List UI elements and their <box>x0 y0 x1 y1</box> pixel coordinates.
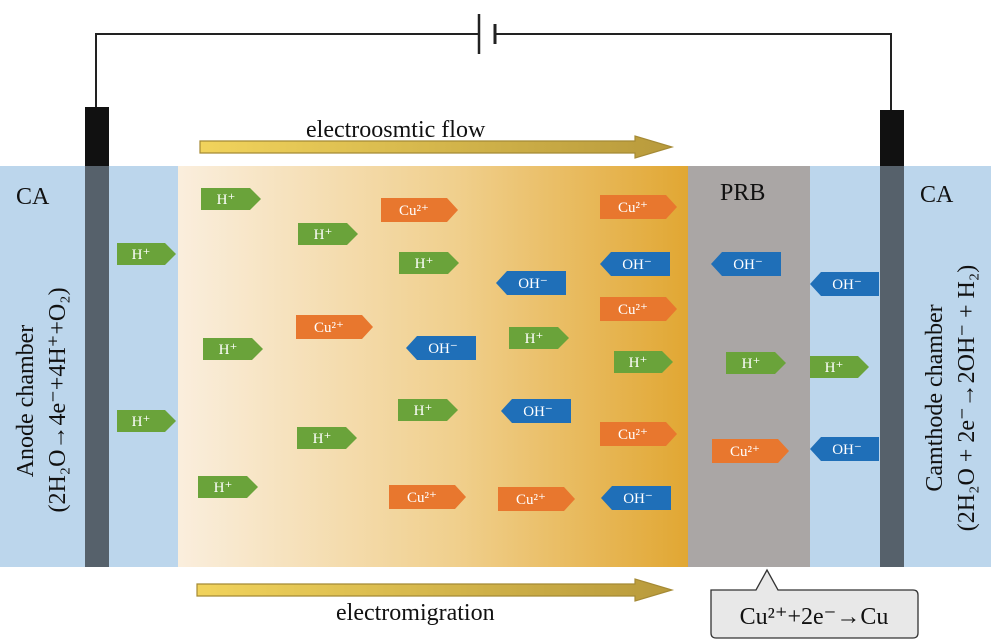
oh-ion: OH⁻ <box>711 252 781 276</box>
cathode-electrode <box>880 166 904 567</box>
prb-reaction-label: Cu²⁺+2e⁻→Cu <box>740 604 889 630</box>
h-ion: H⁺ <box>399 252 459 274</box>
svg-text:OH⁻: OH⁻ <box>523 404 553 420</box>
svg-text:H⁺: H⁺ <box>825 360 844 376</box>
h-ion: H⁺ <box>203 338 263 360</box>
svg-text:H⁺: H⁺ <box>219 342 238 358</box>
oh-ion: OH⁻ <box>501 399 571 423</box>
cu-ion: Cu²⁺ <box>296 315 373 339</box>
svg-text:Cu²⁺: Cu²⁺ <box>516 492 546 508</box>
cu-ion: Cu²⁺ <box>389 485 466 509</box>
anode-electrode-cap <box>85 107 109 166</box>
cathode-chamber-label: Camthode chamber <box>922 304 948 491</box>
h-ion: H⁺ <box>398 399 458 421</box>
h-ion: H⁺ <box>201 188 261 210</box>
anode-reaction-label: (2H₂O→4e⁻+4H⁺+O₂) <box>45 287 71 512</box>
ca-left-label: CA <box>16 184 50 210</box>
electromigration-arrow <box>196 578 675 602</box>
cu-ion: Cu²⁺ <box>712 439 789 463</box>
svg-text:Cu²⁺: Cu²⁺ <box>618 302 648 318</box>
oh-ion: OH⁻ <box>496 271 566 295</box>
electroosmotic-flow-arrow <box>199 135 675 159</box>
power-circuit <box>95 14 892 110</box>
circuit-wire-right <box>495 33 892 110</box>
svg-text:OH⁻: OH⁻ <box>428 341 458 357</box>
electroosmotic-flow-label: electroosmtic flow <box>306 117 486 143</box>
ion-layer: H⁺ H⁺ H⁺ H⁺ H⁺ H⁺ H⁺ H⁺ H⁺ H⁺ H⁺ H⁺ H⁺ C… <box>117 188 879 511</box>
svg-text:Cu²⁺: Cu²⁺ <box>407 490 437 506</box>
svg-text:H⁺: H⁺ <box>314 227 333 243</box>
svg-text:H⁺: H⁺ <box>414 403 433 419</box>
svg-text:OH⁻: OH⁻ <box>623 491 653 507</box>
oh-ion: OH⁻ <box>810 272 879 296</box>
svg-text:H⁺: H⁺ <box>415 256 434 272</box>
circuit-wire-left <box>95 33 479 107</box>
anode-electrode <box>85 166 109 567</box>
svg-text:OH⁻: OH⁻ <box>622 257 652 273</box>
svg-text:OH⁻: OH⁻ <box>733 257 763 273</box>
cu-ion: Cu²⁺ <box>600 195 677 219</box>
svg-text:Cu²⁺: Cu²⁺ <box>314 320 344 336</box>
oh-ion: OH⁻ <box>600 252 670 276</box>
prb-reaction-callout: Cu²⁺+2e⁻→Cu <box>710 568 919 639</box>
cu-ion: Cu²⁺ <box>600 422 677 446</box>
oh-ion: OH⁻ <box>406 336 476 360</box>
cu-ion: Cu²⁺ <box>381 198 458 222</box>
prb-label: PRB <box>720 180 765 206</box>
svg-text:Cu²⁺: Cu²⁺ <box>618 427 648 443</box>
callout-box <box>710 568 919 639</box>
h-ion: H⁺ <box>117 243 176 265</box>
svg-text:H⁺: H⁺ <box>525 331 544 347</box>
ca-right-label: CA <box>920 182 954 208</box>
h-ion: H⁺ <box>614 351 673 373</box>
svg-text:OH⁻: OH⁻ <box>832 442 862 458</box>
h-ion: H⁺ <box>297 427 357 449</box>
h-ion: H⁺ <box>726 352 786 374</box>
cathode-electrode-cap <box>880 110 904 166</box>
anode-chamber-label: Anode chamber <box>13 325 39 478</box>
oh-ion: OH⁻ <box>810 437 879 461</box>
svg-text:OH⁻: OH⁻ <box>518 276 548 292</box>
oh-ion: OH⁻ <box>601 486 671 510</box>
svg-text:H⁺: H⁺ <box>742 356 761 372</box>
svg-text:Cu²⁺: Cu²⁺ <box>730 444 760 460</box>
svg-text:H⁺: H⁺ <box>313 431 332 447</box>
cu-ion: Cu²⁺ <box>498 487 575 511</box>
svg-text:H⁺: H⁺ <box>214 480 233 496</box>
h-ion: H⁺ <box>198 476 258 498</box>
svg-text:H⁺: H⁺ <box>217 192 236 208</box>
svg-text:H⁺: H⁺ <box>132 247 151 263</box>
h-ion: H⁺ <box>298 223 358 245</box>
svg-text:Cu²⁺: Cu²⁺ <box>618 200 648 216</box>
cu-ion: Cu²⁺ <box>600 297 677 321</box>
h-ion: H⁺ <box>509 327 569 349</box>
cathode-reaction-label: (2H₂O + 2e⁻→2OH⁻ + H₂) <box>954 265 980 531</box>
electromigration-label: electromigration <box>336 600 495 626</box>
svg-text:H⁺: H⁺ <box>132 414 151 430</box>
svg-text:H⁺: H⁺ <box>629 355 648 371</box>
h-ion: H⁺ <box>117 410 176 432</box>
svg-text:Cu²⁺: Cu²⁺ <box>399 203 429 219</box>
h-ion: H⁺ <box>810 356 869 378</box>
svg-text:OH⁻: OH⁻ <box>832 277 862 293</box>
